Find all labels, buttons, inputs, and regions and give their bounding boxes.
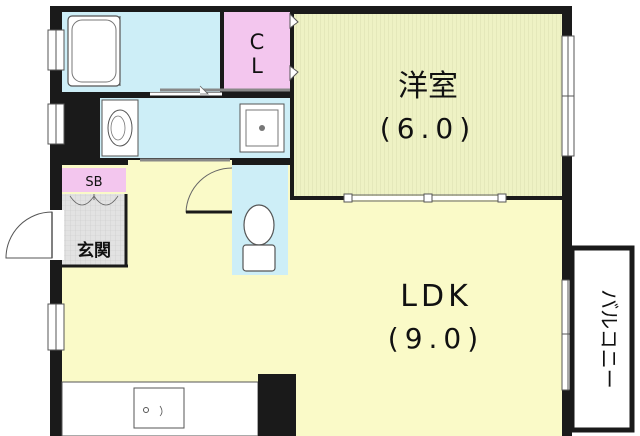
closet [224,12,290,90]
western-room-size: (6.0) [380,112,476,145]
kitchen-sink [133,387,185,429]
shoe-box [62,168,126,192]
entrance-door [5,211,53,259]
shoe-box-label: SB [85,175,102,190]
ldk-size: (9.0) [388,322,484,355]
balcony-label: バルコニー [597,289,621,389]
ldk-name: LDK [400,279,472,314]
closet-label-l: L [251,54,263,78]
western-room-name: 洋室 [398,69,458,104]
pillar [258,374,296,436]
balcony [569,245,635,433]
western-room-floor [294,14,562,196]
toilet-bowl [243,204,275,246]
entrance [62,194,126,266]
closet-label-c: C [250,30,265,54]
ldk-floor [62,160,562,436]
entrance-label: 玄関 [77,240,111,261]
